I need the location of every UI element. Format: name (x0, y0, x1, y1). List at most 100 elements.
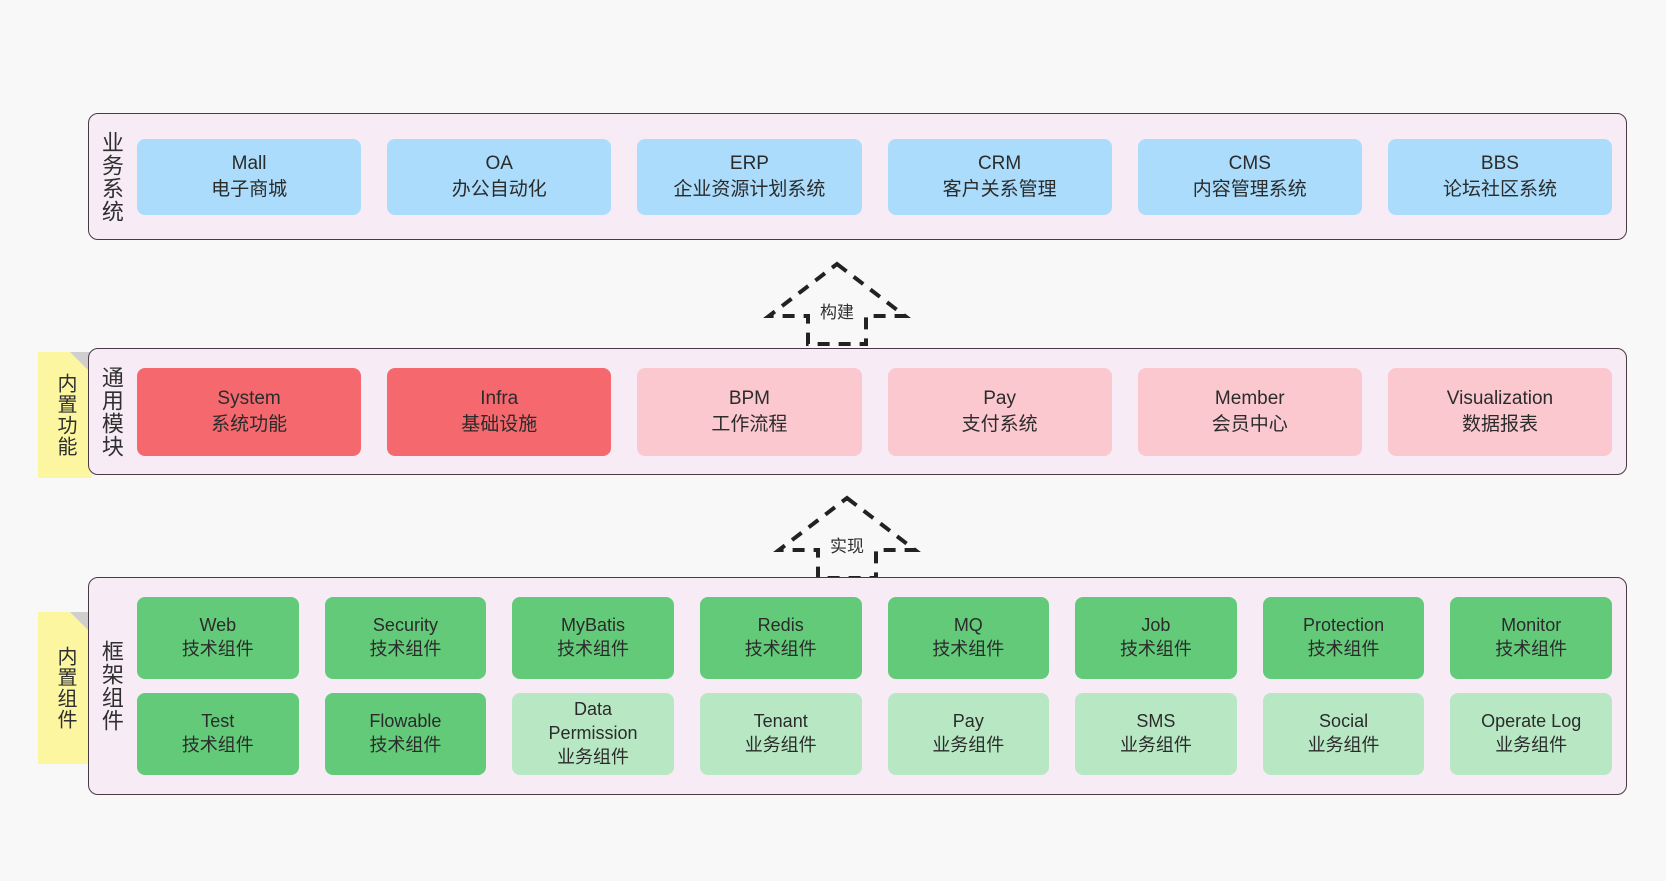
card-pay[interactable]: Pay 支付系统 (887, 367, 1112, 456)
card-title: MyBatis (561, 615, 626, 636)
card-title: CMS (1228, 153, 1271, 175)
card-mq[interactable]: MQ 技术组件 (887, 597, 1050, 679)
card-title: ERP (729, 153, 769, 175)
card-title: SMS (1136, 711, 1176, 732)
card-subtitle: 工作流程 (711, 413, 788, 435)
layer-framework-components: 框架组件 Web 技术组件 Security 技术组件 MyBatis 技术组件… (88, 577, 1627, 795)
card-tenant[interactable]: Tenant 业务组件 (699, 693, 862, 775)
card-title: BBS (1480, 153, 1519, 175)
arrow-build: 构建 (762, 258, 912, 348)
card-title: Operate Log (1481, 711, 1582, 732)
card-title: Flowable (369, 711, 442, 732)
card-infra[interactable]: Infra 基础设施 (387, 367, 612, 456)
card-subtitle: 办公自动化 (451, 178, 547, 200)
card-subtitle: 业务组件 (744, 735, 817, 755)
card-subtitle: 数据报表 (1461, 413, 1538, 435)
card-bbs[interactable]: BBS 论坛社区系统 (1387, 138, 1613, 215)
card-subtitle: 客户关系管理 (942, 178, 1057, 200)
card-monitor[interactable]: Monitor 技术组件 (1450, 597, 1612, 679)
card-subtitle: 技术组件 (369, 735, 442, 755)
card-title: Web (199, 615, 237, 636)
card-job[interactable]: Job 技术组件 (1075, 597, 1237, 679)
note-builtin-features: 内置功能 (38, 352, 92, 478)
card-redis[interactable]: Redis 技术组件 (699, 597, 862, 679)
dashed-up-arrow-icon (763, 261, 911, 346)
card-title: Pay (983, 388, 1016, 410)
card-mybatis[interactable]: MyBatis 技术组件 (512, 597, 674, 679)
card-row: Test 技术组件 Flowable 技术组件 Data Permission … (137, 693, 1612, 775)
card-title: Test (201, 711, 235, 732)
card-data-permission[interactable]: Data Permission 业务组件 (512, 693, 674, 775)
layer-title-common: 通用模块 (98, 365, 124, 458)
card-title: Visualization (1446, 388, 1554, 410)
card-mall[interactable]: Mall 电子商城 (137, 138, 362, 215)
card-subtitle: 技术组件 (369, 639, 442, 659)
card-bpm[interactable]: BPM 工作流程 (637, 367, 862, 456)
card-title: Infra (480, 388, 519, 410)
card-title: Mall (231, 153, 267, 175)
card-title: MQ (953, 615, 983, 636)
card-row: Web 技术组件 Security 技术组件 MyBatis 技术组件 Redi… (137, 597, 1612, 679)
card-protection[interactable]: Protection 技术组件 (1262, 597, 1425, 679)
card-subtitle: 业务组件 (1495, 735, 1568, 755)
arrow-implement: 实现 (772, 492, 922, 582)
card-subtitle: 内容管理系统 (1192, 178, 1307, 200)
card-member[interactable]: Member 会员中心 (1137, 367, 1362, 456)
card-subtitle: 业务组件 (557, 746, 630, 767)
card-test[interactable]: Test 技术组件 (137, 693, 299, 775)
card-cms[interactable]: CMS 内容管理系统 (1137, 138, 1362, 215)
card-subtitle: 业务组件 (1307, 735, 1380, 755)
card-title: Pay (952, 711, 984, 732)
card-operate-log[interactable]: Operate Log 业务组件 (1450, 693, 1612, 775)
card-erp[interactable]: ERP 企业资源计划系统 (637, 138, 862, 215)
card-subtitle: 支付系统 (961, 413, 1038, 435)
layer-title-business: 业务系统 (98, 130, 124, 223)
card-subtitle: 技术组件 (181, 639, 254, 659)
card-title: BPM (728, 388, 771, 410)
card-subtitle: 业务组件 (1119, 735, 1192, 755)
card-flowable[interactable]: Flowable 技术组件 (324, 693, 487, 775)
card-sms[interactable]: SMS 业务组件 (1075, 693, 1237, 775)
note-fold-icon (70, 612, 92, 634)
layer-business-systems: 业务系统 Mall 电子商城 OA 办公自动化 ERP 企业资源计划系统 CRM… (88, 113, 1627, 240)
card-web[interactable]: Web 技术组件 (137, 597, 299, 679)
card-row: System 系统功能 Infra 基础设施 BPM 工作流程 Pay 支付系统… (137, 367, 1613, 456)
card-title: Monitor (1501, 615, 1562, 636)
card-subtitle: 基础设施 (461, 413, 538, 435)
card-title: OA (485, 153, 513, 175)
dashed-up-arrow-icon (773, 495, 921, 580)
card-subtitle: 企业资源计划系统 (673, 178, 826, 200)
card-oa[interactable]: OA 办公自动化 (387, 138, 612, 215)
card-subtitle: 技术组件 (181, 735, 254, 755)
card-title: CRM (977, 153, 1022, 175)
card-pay-business[interactable]: Pay 业务组件 (887, 693, 1050, 775)
layer-body-framework: Web 技术组件 Security 技术组件 MyBatis 技术组件 Redi… (133, 578, 1626, 794)
note-builtin-components: 内置组件 (38, 612, 92, 764)
card-subtitle: 技术组件 (932, 639, 1005, 659)
card-title: System (217, 388, 281, 410)
card-subtitle: 技术组件 (1119, 639, 1192, 659)
card-system[interactable]: System 系统功能 (137, 367, 362, 456)
card-title: Data Permission (548, 699, 638, 744)
layer-body-common: System 系统功能 Infra 基础设施 BPM 工作流程 Pay 支付系统… (133, 349, 1626, 474)
card-subtitle: 技术组件 (744, 639, 817, 659)
card-title: Member (1214, 388, 1285, 410)
card-subtitle: 系统功能 (211, 413, 288, 435)
card-social[interactable]: Social 业务组件 (1262, 693, 1425, 775)
card-subtitle: 业务组件 (932, 735, 1005, 755)
card-subtitle: 技术组件 (1495, 639, 1568, 659)
card-title: Protection (1303, 615, 1385, 636)
card-subtitle: 会员中心 (1211, 413, 1288, 435)
card-subtitle: 技术组件 (1307, 639, 1380, 659)
card-visualization[interactable]: Visualization 数据报表 (1387, 367, 1613, 456)
card-row: Mall 电子商城 OA 办公自动化 ERP 企业资源计划系统 CRM 客户关系… (137, 138, 1613, 215)
card-title: Tenant (753, 711, 808, 732)
layer-body-business: Mall 电子商城 OA 办公自动化 ERP 企业资源计划系统 CRM 客户关系… (133, 114, 1626, 239)
card-crm[interactable]: CRM 客户关系管理 (887, 138, 1112, 215)
arrow-implement-label: 实现 (830, 537, 864, 556)
card-title: Job (1141, 615, 1171, 636)
card-subtitle: 论坛社区系统 (1442, 178, 1557, 200)
card-security[interactable]: Security 技术组件 (324, 597, 487, 679)
note-label: 内置组件 (54, 646, 76, 730)
